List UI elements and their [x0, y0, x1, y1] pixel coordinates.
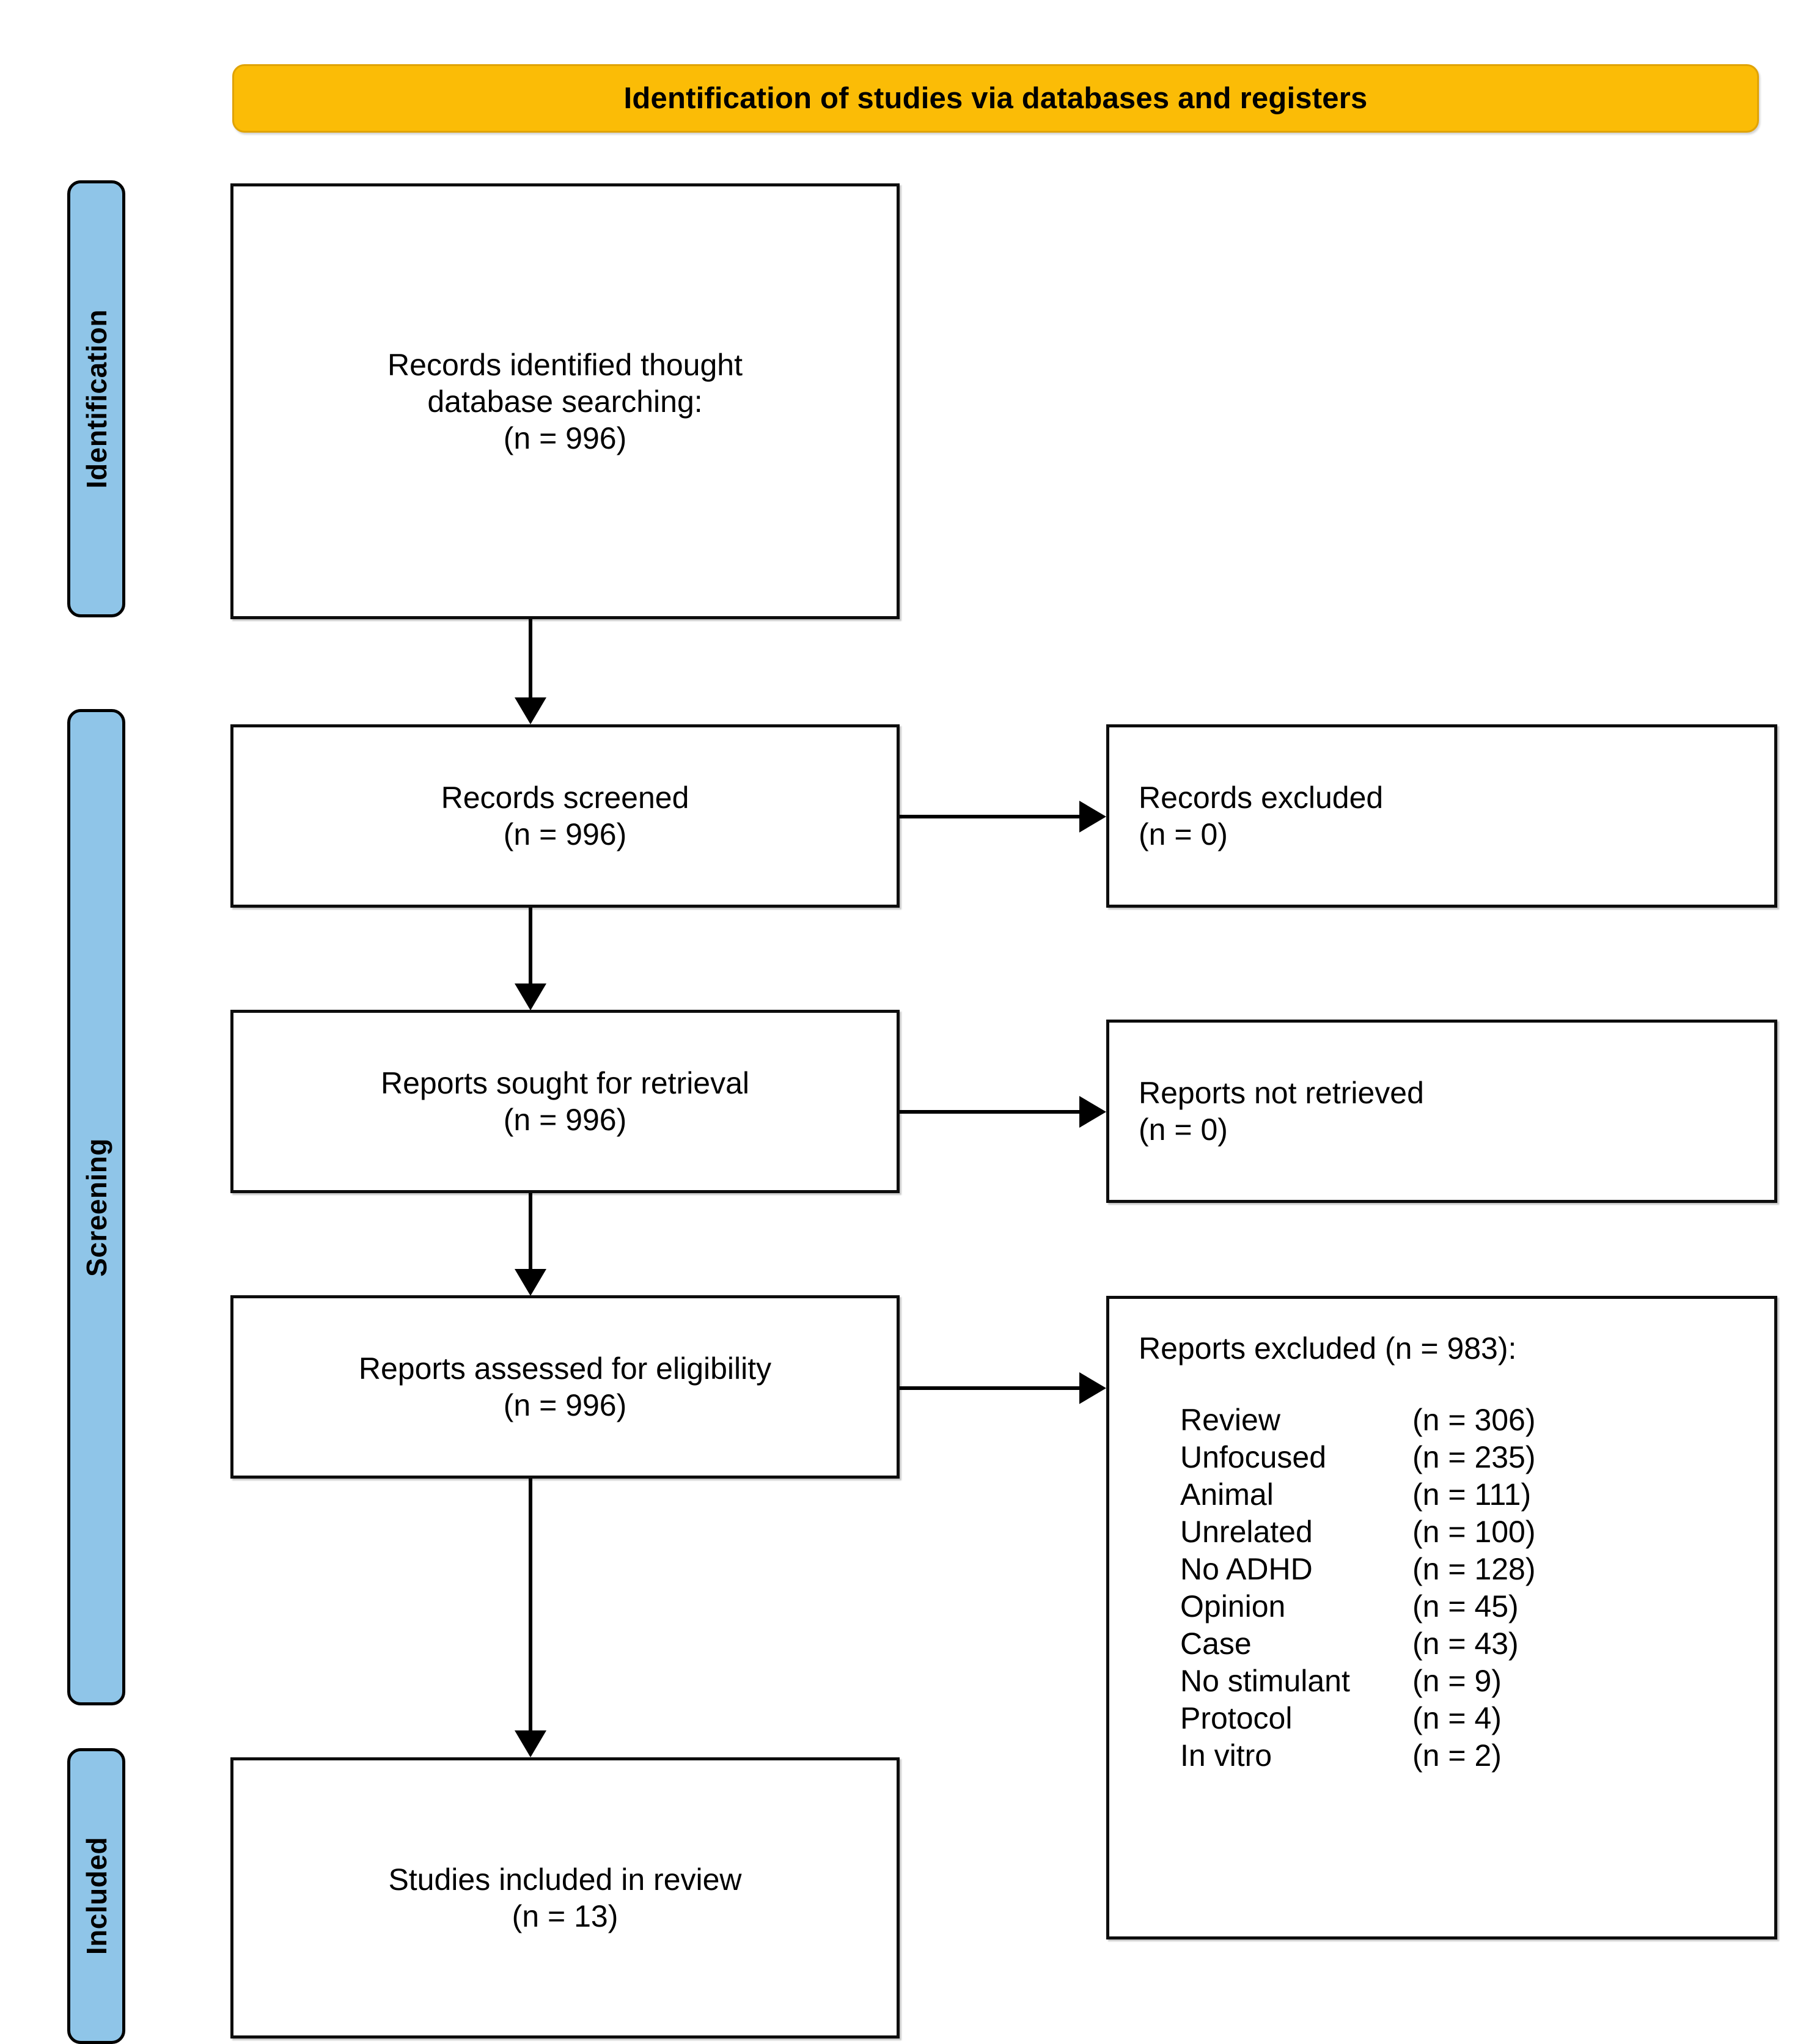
node-reports-not-retrieved-line1: Reports not retrieved [1139, 1076, 1424, 1110]
exclusion-reason-count: (n = 111) [1412, 1477, 1532, 1512]
exclusion-reason-label: Case [1180, 1627, 1252, 1661]
exclusion-row: Opinion (n = 45) [1180, 1588, 1536, 1625]
node-reports-not-retrieved-count: (n = 0) [1139, 1112, 1228, 1147]
node-reports-excluded: Reports excluded (n = 983): Review (n = … [1106, 1296, 1777, 1939]
banner-title: Identification of studies via databases … [623, 82, 1368, 115]
arrow-shaft [900, 1110, 1079, 1114]
exclusion-reason-count: (n = 306) [1412, 1403, 1536, 1437]
exclusion-row: Case (n = 43) [1180, 1625, 1536, 1663]
exclusion-reason-label: Protocol [1180, 1701, 1293, 1735]
node-records-screened-line1: Records screened [441, 781, 689, 815]
node-records-screened-count: (n = 996) [503, 817, 627, 851]
exclusion-reason-label: In vitro [1180, 1738, 1272, 1773]
node-records-identified-line2: database searching: [427, 384, 703, 419]
exclusion-reason-count: (n = 43) [1412, 1627, 1519, 1661]
exclusion-reason-count: (n = 45) [1412, 1589, 1519, 1623]
node-reports-not-retrieved: Reports not retrieved (n = 0) [1106, 1020, 1777, 1203]
exclusion-row: No ADHD (n = 128) [1180, 1551, 1536, 1588]
exclusion-row: No stimulant (n = 9) [1180, 1663, 1536, 1700]
exclusion-row: Animal (n = 111) [1180, 1476, 1536, 1513]
node-reports-assessed-count: (n = 996) [503, 1388, 627, 1422]
node-reports-assessed-line1: Reports assessed for eligibility [358, 1351, 772, 1386]
node-studies-included-line1: Studies included in review [388, 1862, 742, 1897]
arrow-shaft [900, 1386, 1079, 1390]
arrow-head-down-icon [515, 983, 546, 1010]
node-records-identified-count: (n = 996) [503, 421, 627, 455]
arrow-head-down-icon [515, 1269, 546, 1296]
exclusion-reason-label: Review [1180, 1403, 1280, 1437]
exclusion-reason-label: No ADHD [1180, 1552, 1313, 1586]
exclusion-reason-count: (n = 128) [1412, 1552, 1536, 1586]
arrow-head-down-icon [515, 1730, 546, 1757]
arrow-shaft [529, 908, 532, 983]
node-reports-sought-count: (n = 996) [503, 1103, 627, 1137]
node-reports-sought-line1: Reports sought for retrieval [380, 1066, 750, 1100]
exclusion-reason-label: Unfocused [1180, 1440, 1327, 1474]
exclusion-reason-count: (n = 100) [1412, 1515, 1536, 1549]
exclusion-reason-label: Animal [1180, 1477, 1274, 1512]
arrow-head-right-icon [1079, 1096, 1106, 1128]
node-reports-sought: Reports sought for retrieval (n = 996) [230, 1010, 900, 1193]
stage-tab-screening: Screening [67, 709, 125, 1705]
node-records-excluded: Records excluded (n = 0) [1106, 724, 1777, 908]
exclusion-row: Protocol (n = 4) [1180, 1700, 1536, 1737]
stage-tab-included: Included [67, 1748, 125, 2044]
stage-tab-screening-label: Screening [80, 1138, 112, 1277]
stage-tab-identification-label: Identification [80, 309, 112, 489]
exclusion-reason-label: Opinion [1180, 1589, 1286, 1623]
node-records-screened: Records screened (n = 996) [230, 724, 900, 908]
exclusion-row: Review (n = 306) [1180, 1402, 1536, 1439]
exclusion-reason-label: Unrelated [1180, 1515, 1313, 1549]
node-records-identified-line1: Records identified thought [387, 347, 743, 382]
node-studies-included-count: (n = 13) [512, 1899, 619, 1933]
exclusion-reason-label: No stimulant [1180, 1664, 1350, 1698]
diagram-header-banner: Identification of studies via databases … [232, 64, 1759, 133]
arrow-shaft [529, 1479, 532, 1730]
node-records-excluded-count: (n = 0) [1139, 817, 1228, 851]
arrow-head-right-icon [1079, 801, 1106, 833]
arrow-head-down-icon [515, 697, 546, 724]
stage-tab-included-label: Included [80, 1837, 112, 1955]
exclusion-row: Unrelated (n = 100) [1180, 1513, 1536, 1551]
exclusion-row: In vitro (n = 2) [1180, 1737, 1536, 1774]
node-records-excluded-line1: Records excluded [1139, 781, 1384, 815]
arrow-shaft [529, 1193, 532, 1269]
node-records-identified: Records identified thought database sear… [230, 183, 900, 619]
reports-excluded-reason-list: Review (n = 306) Unfocused (n = 235) Ani… [1109, 1402, 1536, 1774]
node-studies-included: Studies included in review (n = 13) [230, 1757, 900, 2038]
exclusion-reason-count: (n = 9) [1412, 1664, 1502, 1698]
reports-excluded-title: Reports excluded (n = 983): [1139, 1331, 1517, 1366]
node-reports-assessed-eligibility: Reports assessed for eligibility (n = 99… [230, 1295, 900, 1479]
exclusion-reason-count: (n = 2) [1412, 1738, 1502, 1773]
exclusion-reason-count: (n = 4) [1412, 1701, 1502, 1735]
arrow-head-right-icon [1079, 1372, 1106, 1404]
arrow-shaft [529, 619, 532, 697]
arrow-shaft [900, 815, 1079, 818]
exclusion-row: Unfocused (n = 235) [1180, 1439, 1536, 1476]
stage-tab-identification: Identification [67, 180, 125, 617]
exclusion-reason-count: (n = 235) [1412, 1440, 1536, 1474]
